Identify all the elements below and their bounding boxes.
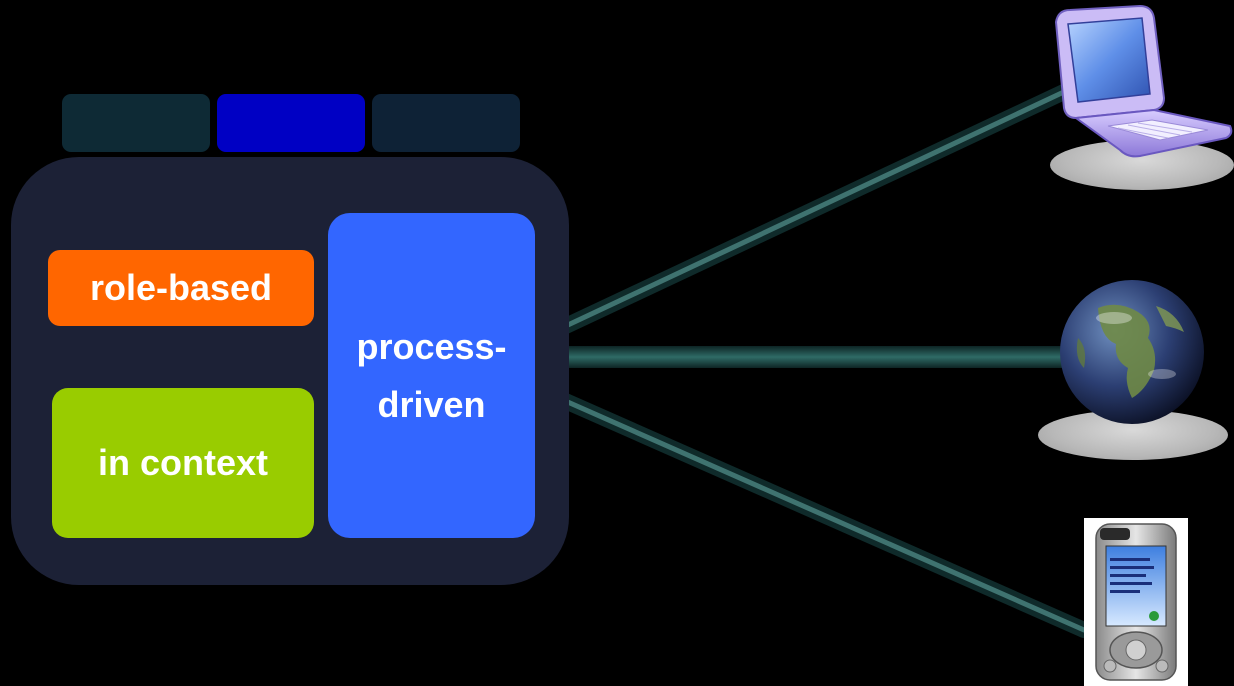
in-context-box: in context — [52, 388, 314, 538]
role-based-box: role-based — [48, 250, 314, 326]
tab-right — [372, 94, 520, 152]
connector-to-pda-highlight — [533, 385, 1087, 633]
tab-middle — [217, 94, 365, 152]
process-label-line2: driven — [377, 383, 486, 425]
tab-left — [62, 94, 210, 152]
connector-to-globe — [536, 346, 1068, 368]
pda-icon — [1084, 518, 1188, 686]
in-context-label: in context — [97, 442, 268, 483]
globe-icon — [1060, 280, 1204, 424]
role-based-label: role-based — [89, 267, 273, 308]
laptop-icon — [1054, 4, 1233, 158]
process-driven-box: process- driven — [328, 213, 535, 538]
process-label-line1: process- — [356, 325, 507, 367]
connector-to-laptop-highlight — [533, 87, 1071, 343]
